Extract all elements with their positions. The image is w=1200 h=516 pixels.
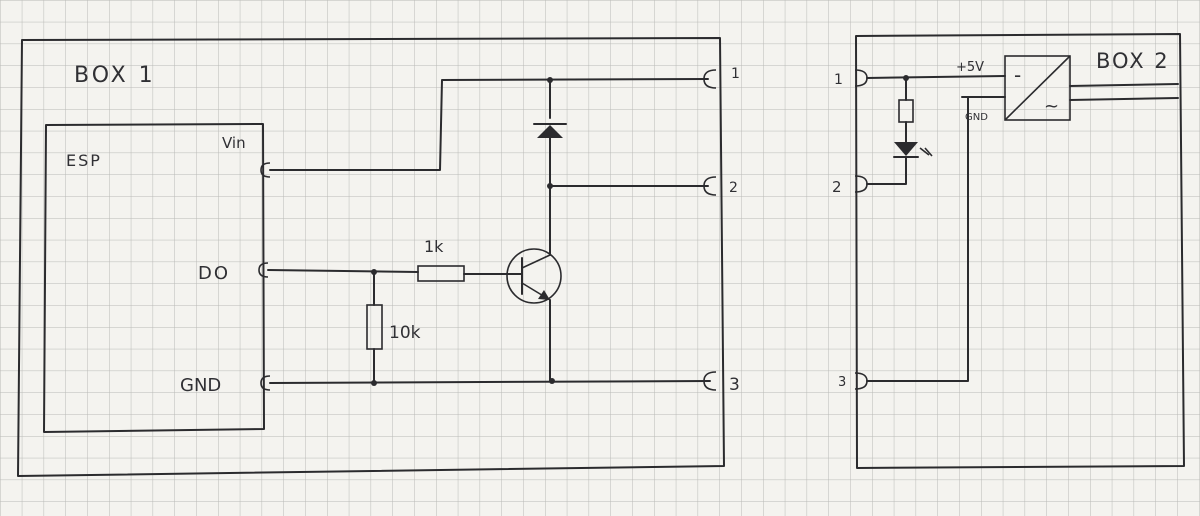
junction-dot [903, 75, 909, 81]
flyback-diode [533, 123, 567, 138]
ac-output-wire-2 [1069, 97, 1179, 101]
box1-outline [17, 37, 725, 477]
junction-dot [549, 378, 555, 384]
box1-terminal-1-connector [703, 69, 717, 89]
box2-terminal-1-label: 1 [834, 72, 843, 88]
vin-pin-label: Vin [222, 134, 246, 152]
led-triangle [894, 142, 918, 156]
box2-outline [855, 33, 1185, 469]
diode-triangle [537, 125, 563, 138]
box1-terminal-3-connector [703, 371, 717, 391]
gnd-wire [269, 380, 711, 384]
box1-terminal-2-connector [703, 176, 717, 196]
resistor-1k-label: 1k [424, 237, 444, 256]
do-pin-label: DO [198, 263, 230, 284]
led-light-rays [919, 147, 933, 157]
converter-diagonal [1004, 55, 1071, 121]
converter-gnd-label: GND [965, 112, 988, 123]
resistor-1k: 1k [417, 237, 465, 282]
resistor-10k-body [366, 304, 383, 350]
dc-ac-converter: +5V GND - ~ [956, 55, 1071, 123]
converter-ac-symbol: ~ [1044, 96, 1059, 117]
do-wire [267, 269, 419, 273]
box2: BOX 2 1 2 3 [832, 33, 1185, 469]
box1-wiring [267, 78, 711, 384]
resistor-10k-label: 10k [389, 323, 421, 343]
indicator-led [893, 142, 933, 158]
box2-terminal-2-label: 2 [832, 178, 842, 196]
do-pin-connector [258, 262, 269, 278]
gnd-return-wire [866, 96, 969, 382]
box2-label: BOX 2 [1096, 49, 1170, 73]
junction-dot [547, 77, 553, 83]
converter-plus5v-label: +5V [956, 60, 984, 75]
vin-pin-connector [260, 162, 271, 178]
junction-dot [547, 183, 553, 189]
transistor-collector-leg [521, 254, 551, 269]
converter-body [1004, 55, 1071, 121]
box1: BOX 1 ESP Vin DO GND [17, 37, 740, 477]
transistor-emitter-arrow [538, 290, 550, 300]
transistor-circle [506, 248, 562, 304]
resistor-1k-body [417, 265, 465, 282]
plus5v-wire [866, 75, 1006, 79]
box1-terminal-2-label: 2 [729, 180, 738, 196]
box2-wiring [866, 75, 1179, 382]
box1-terminal-1-label: 1 [731, 66, 740, 82]
led-resistor-body [898, 99, 914, 123]
converter-minus-symbol: - [1014, 63, 1021, 87]
esp-outline [43, 123, 265, 433]
box1-terminals: 1 2 3 [703, 66, 740, 395]
junction-dot [371, 380, 377, 386]
junction-dots [371, 77, 555, 386]
npn-transistor [506, 248, 562, 304]
gnd-pin-connector [260, 375, 271, 391]
esp-module: ESP Vin DO GND [43, 123, 271, 433]
box1-label: BOX 1 [74, 63, 156, 88]
resistor-10k: 10k [366, 304, 421, 350]
vin-wire [269, 78, 709, 171]
junction-dot [371, 269, 377, 275]
esp-label: ESP [66, 151, 102, 170]
led-return-wire [866, 157, 907, 185]
box1-terminal-3-label: 3 [729, 375, 740, 395]
gnd-pin-label: GND [180, 375, 221, 396]
box2-terminal-3-label: 3 [838, 375, 846, 390]
ac-output-wire-1 [1069, 83, 1179, 87]
